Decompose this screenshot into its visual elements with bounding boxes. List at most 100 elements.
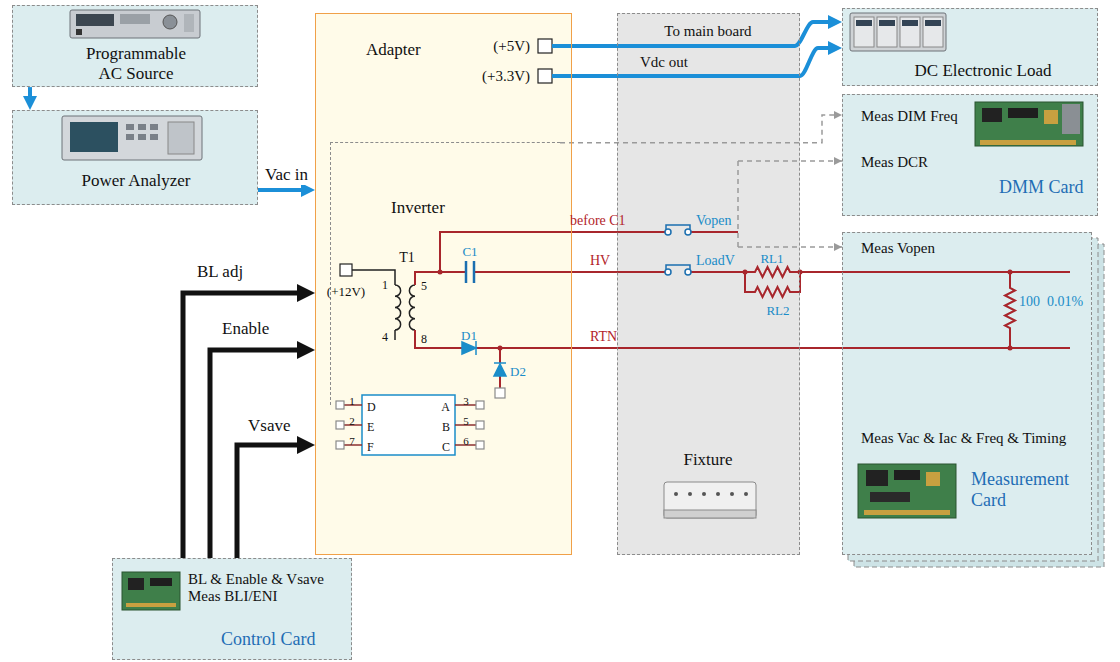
fixture-picture — [744, 492, 748, 496]
edge-label: BL adj — [195, 263, 245, 282]
pin-name: A — [441, 401, 450, 414]
fixture-picture — [730, 492, 734, 496]
dmm-card-picture — [1008, 108, 1038, 118]
fixture-picture — [664, 510, 756, 518]
output-wires — [691, 231, 738, 233]
part-label: D1 — [461, 329, 477, 343]
label-slot: Vdc out — [638, 53, 690, 71]
box-fill — [842, 94, 1098, 216]
text-slot: BL & Enable & Vsave Meas BLI/ENI — [188, 571, 343, 606]
output-wires — [476, 347, 1070, 349]
measurement-card-picture — [926, 472, 940, 486]
output-wires — [745, 272, 800, 297]
dc-load-device — [900, 17, 920, 47]
measurement-card-picture — [870, 492, 910, 502]
label-slot: HV — [590, 251, 610, 269]
box-text: Control Card — [221, 629, 316, 650]
label-slot: 7 — [349, 431, 355, 449]
label-slot: 5 — [463, 411, 469, 429]
label-slot: (+3.3V) — [482, 67, 530, 85]
connector-arrow — [183, 293, 297, 558]
label-slot: T1 — [399, 248, 415, 266]
dc-load-device — [902, 20, 918, 26]
text-slot: Fixture — [618, 450, 798, 470]
label-slot: 5 — [421, 276, 427, 294]
label-slot: Vac in — [263, 166, 310, 185]
measurement-card-picture — [864, 510, 950, 515]
dc-load-device — [877, 17, 897, 47]
part-label: D2 — [510, 365, 526, 379]
pin-name: 7 — [349, 435, 355, 447]
text-slot: Meas DIM Freq — [861, 107, 958, 125]
control-card-picture — [128, 578, 144, 590]
diode-symbol — [475, 341, 477, 355]
switch-symbol — [665, 229, 671, 235]
edge-label: Enable — [220, 320, 271, 339]
transformer-symbol — [394, 330, 396, 340]
diode-symbol — [494, 364, 506, 376]
text-slot: DMM Card — [999, 177, 1084, 198]
part-label: HV — [590, 253, 610, 268]
junction-dot — [498, 346, 503, 351]
transformer-symbol — [409, 285, 415, 330]
adapter-output-pins — [552, 74, 572, 78]
pin-name: 2 — [349, 415, 355, 427]
label-slot: (+5V) — [493, 37, 530, 55]
diode-symbol — [462, 342, 476, 354]
capacitor-symbol — [473, 261, 476, 283]
dmm-card-picture — [1062, 104, 1080, 134]
measurement-card-picture — [894, 470, 920, 480]
label-slot: 2 — [349, 411, 355, 429]
measure-lead — [738, 246, 842, 248]
output-wires — [415, 232, 1070, 388]
capacitor-symbol — [466, 261, 474, 283]
connector-arrow — [210, 350, 297, 558]
box-fill — [842, 8, 1098, 86]
card-box: Meas VopenMeas Vac & Iac & Freq & Timing… — [842, 232, 1092, 555]
label-slot: 6 — [463, 431, 469, 449]
pin-name: B — [442, 421, 450, 434]
pin-name: 1 — [349, 395, 355, 407]
ac-source-device — [163, 15, 177, 29]
part-label: 0.01% — [1047, 294, 1083, 309]
label-slot: 1 — [349, 391, 355, 409]
output-wires — [474, 271, 665, 273]
connector-arrow — [560, 115, 834, 143]
box-title: Adapter — [366, 40, 421, 60]
label-slot: 8 — [421, 329, 427, 347]
switch-symbol — [665, 225, 691, 275]
control-card-picture — [150, 578, 172, 586]
dmm-card-picture — [975, 102, 1083, 146]
switch-symbol — [685, 269, 691, 275]
text-slot: Adapter — [366, 40, 421, 60]
controller-ic — [336, 441, 344, 449]
control-card-picture — [122, 572, 180, 610]
output-wires — [691, 271, 745, 273]
switch-symbol — [666, 225, 690, 229]
output-wires — [1005, 272, 1015, 348]
ac-source-device — [184, 14, 194, 32]
adapter-output-pins — [538, 69, 552, 83]
power-analyzer-device — [150, 124, 158, 130]
power-analyzer-device — [168, 122, 194, 154]
controller-ic — [362, 395, 455, 455]
part-label: (+3.3V) — [482, 68, 530, 85]
label-slot: RL2 — [766, 301, 789, 319]
junction-dot — [438, 270, 443, 275]
connector-arrow — [572, 22, 828, 46]
dc-load-device — [854, 17, 874, 47]
dc-load-device — [850, 13, 946, 51]
box-fill — [12, 5, 258, 87]
controller-ic — [336, 395, 484, 455]
connector-arrow — [28, 87, 32, 96]
text-slot: Control Card — [221, 629, 316, 650]
part-label: RTN — [590, 329, 617, 344]
part-label: 100 — [1019, 294, 1040, 309]
junction-dot — [1008, 346, 1013, 351]
box-title: Inverter — [391, 198, 445, 218]
label-slot: F — [367, 437, 374, 455]
edge-label: Vsave — [246, 417, 292, 436]
adapter-output-pins — [552, 44, 572, 48]
box-fill — [315, 13, 572, 555]
